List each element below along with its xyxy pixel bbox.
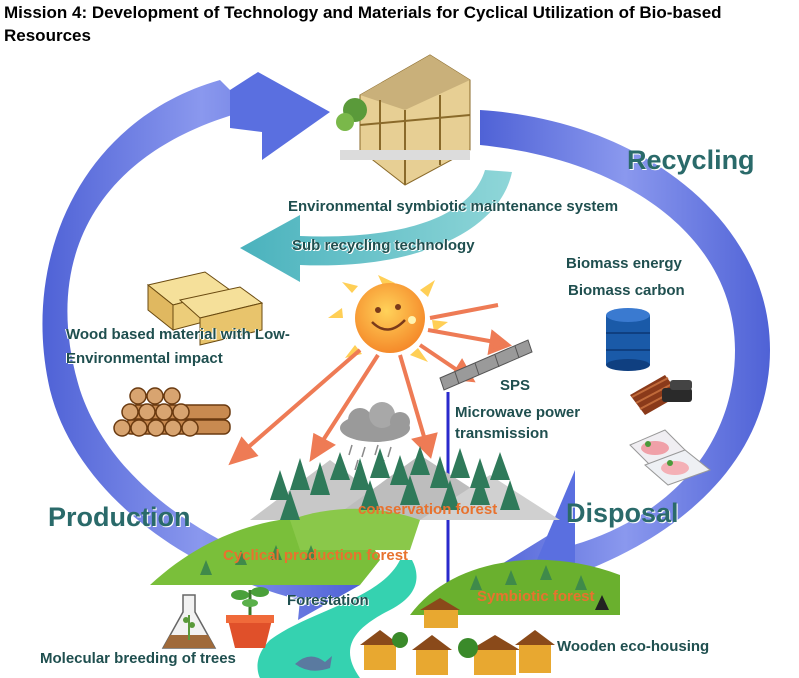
lumber-icon [146,271,264,346]
sprout-pot-icon [226,587,274,648]
label-sps: SPS [500,377,531,394]
label-biomass-carbon: Biomass carbon [568,282,685,299]
label-biomass-energy: Biomass energy [566,255,682,272]
label-conservation-forest: conservation forest [358,501,498,518]
label-cyclical-production-forest: Cyclical production forest [223,547,409,564]
label-forestation: Forestation [287,592,369,609]
sun-icon [328,275,448,362]
satellite-icon [439,339,533,391]
label-wood-material-line2: Environmental impact [66,350,223,367]
label-microwave-line2: transmission [455,425,549,442]
village-icon [360,595,609,675]
sub-recycling-arrow [240,170,512,282]
label-maintenance-system: Environmental symbiotic maintenance syst… [288,198,619,215]
river [257,560,417,678]
firewood-icon [630,375,692,415]
logs-icon [113,387,231,437]
tree-small-cluster [200,545,587,590]
label-molecular-breeding: Molecular breeding of trees [40,650,236,667]
label-sub-recycling: Sub recycling technology [292,237,475,254]
house-frame-icon [336,54,471,186]
label-wooden-eco-housing: Wooden eco-housing [557,638,710,655]
label-symbiotic-forest: Symbiotic forest [477,588,595,605]
tree-cluster [270,446,520,520]
oil-drum-icon [606,308,650,371]
food-tray-icon [629,429,712,486]
flask-icon [161,594,217,649]
whale-icon [295,656,332,671]
stage-production: Production [48,502,191,532]
stage-disposal: Disposal [566,498,679,528]
page-title: Mission 4: Development of Technology and… [4,3,722,45]
cloud-icon [340,402,410,471]
cycle-arrow-left [42,72,360,620]
stage-recycling: Recycling [627,145,755,175]
label-wood-material-line1: Wood based material with Low- [66,326,290,343]
label-microwave-line1: Microwave power [455,404,581,421]
